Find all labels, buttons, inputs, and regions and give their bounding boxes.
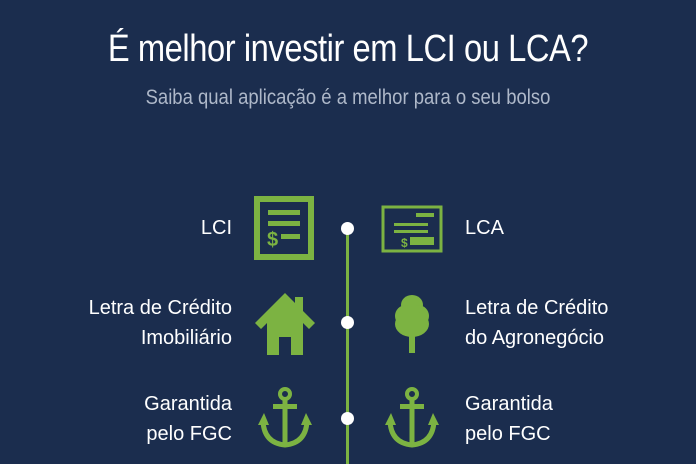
label-line: LCA <box>465 217 504 239</box>
label-line: Letra de Crédito <box>465 297 609 319</box>
row-3-left-label: Garantida pelo FGC <box>144 389 232 449</box>
label-line: Garantida <box>144 393 232 415</box>
anchor-icon <box>385 387 439 448</box>
timeline-dot-1 <box>341 222 354 235</box>
document-dollar-icon: $ <box>254 196 314 260</box>
anchor-icon <box>258 387 312 448</box>
timeline-line <box>346 228 349 464</box>
row-3-right-label: Garantida pelo FGC <box>465 389 553 449</box>
row-2-right-label: Letra de Crédito do Agronegócio <box>465 293 608 353</box>
row-2-left-label: Letra de Crédito Imobiliário <box>89 293 232 353</box>
row-1-right-label: LCA <box>465 213 504 243</box>
check-dollar-icon: $ <box>381 205 443 253</box>
label-line: do Agronegócio <box>465 327 605 349</box>
label-line: pelo FGC <box>146 423 232 445</box>
svg-text:$: $ <box>267 229 278 251</box>
label-line: pelo FGC <box>465 423 551 445</box>
timeline-dot-3 <box>341 412 354 425</box>
label-line: Garantida <box>465 393 553 415</box>
timeline-dot-2 <box>341 316 354 329</box>
house-icon <box>255 293 315 355</box>
label-line: Imobiliário <box>140 327 232 349</box>
row-1-left-label: LCI <box>201 213 232 243</box>
tree-icon <box>395 295 429 353</box>
page-title: É melhor investir em LCI ou LCA? <box>107 28 589 70</box>
page-subtitle: Saiba qual aplicação é a melhor para o s… <box>145 86 551 109</box>
label-line: LCI <box>200 217 232 239</box>
label-line: Letra de Crédito <box>88 297 232 319</box>
svg-text:$: $ <box>401 236 408 250</box>
